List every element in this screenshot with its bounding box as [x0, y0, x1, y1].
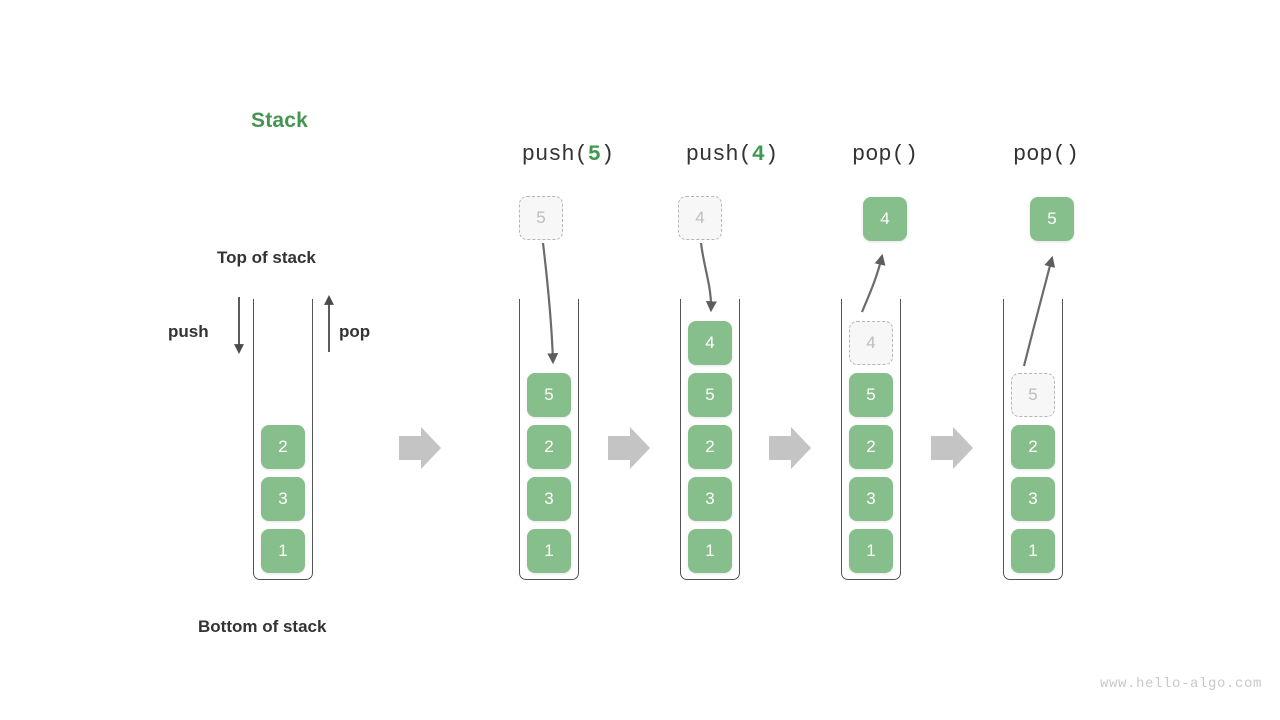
cell-value: 2 [705, 437, 715, 456]
stack-container-initial [253, 299, 313, 580]
incoming-ghost-cell: 5 [519, 196, 563, 240]
stack-cell: 1 [261, 529, 305, 573]
cell-value: 5 [1047, 209, 1057, 228]
op-suffix: ) [1065, 142, 1080, 167]
cell-value: 1 [544, 541, 554, 560]
cell-value: 4 [866, 333, 876, 352]
stack-container-push-4 [680, 299, 740, 580]
operation-header-pop-2: pop() [1013, 142, 1079, 167]
watermark: www.hello-algo.com [1099, 676, 1262, 692]
cell-value: 4 [880, 209, 890, 228]
op-argument: 5 [587, 142, 602, 167]
op-prefix: push( [521, 142, 588, 167]
stack-cell: 5 [527, 373, 571, 417]
stack-cell-ghost: 4 [849, 321, 893, 365]
stack-cell: 5 [849, 373, 893, 417]
cell-value: 1 [705, 541, 715, 560]
op-prefix: push( [685, 142, 752, 167]
cell-value: 3 [278, 489, 288, 508]
page-title: Stack [251, 109, 309, 132]
cell-value: 5 [705, 385, 715, 404]
cell-value: 5 [544, 385, 554, 404]
popped-cell: 5 [1030, 197, 1074, 241]
stack-cell: 4 [688, 321, 732, 365]
cell-value: 5 [866, 385, 876, 404]
stack-cell: 2 [849, 425, 893, 469]
op-argument: 4 [751, 142, 766, 167]
popped-cell: 4 [863, 197, 907, 241]
operation-header-push-5: push(5) [522, 142, 614, 167]
stack-cell: 5 [688, 373, 732, 417]
cell-value: 1 [278, 541, 288, 560]
transition-arrow-1 [399, 427, 441, 469]
pop-label: pop [339, 322, 371, 341]
transition-arrow-2 [608, 427, 650, 469]
stack-cell: 1 [1011, 529, 1055, 573]
stack-container-pop-2 [1003, 299, 1063, 580]
cell-value: 3 [705, 489, 715, 508]
stack-cell: 1 [849, 529, 893, 573]
op-suffix: ) [765, 142, 779, 167]
cell-value: 2 [278, 437, 288, 456]
op-suffix: ) [601, 142, 615, 167]
stack-cell: 3 [1011, 477, 1055, 521]
stack-cell: 2 [527, 425, 571, 469]
stack-cell: 2 [1011, 425, 1055, 469]
cell-value: 3 [866, 489, 876, 508]
cell-value: 1 [1028, 541, 1038, 560]
cell-value: 2 [1028, 437, 1038, 456]
stack-cell: 3 [527, 477, 571, 521]
cell-value: 4 [705, 333, 715, 352]
op-prefix: pop( [1012, 142, 1066, 167]
cell-value: 2 [866, 437, 876, 456]
op-suffix: ) [904, 142, 919, 167]
bottom-of-stack-label: Bottom of stack [198, 617, 327, 636]
stack-cell: 3 [688, 477, 732, 521]
cell-value: 5 [1028, 385, 1038, 404]
incoming-ghost-cell: 4 [678, 196, 722, 240]
transition-arrow-3 [769, 427, 811, 469]
stack-container-pop-1 [841, 299, 901, 580]
operation-header-push-4: push(4) [686, 142, 778, 167]
cell-value: 3 [544, 489, 554, 508]
op-prefix: pop( [851, 142, 905, 167]
stack-cell: 3 [849, 477, 893, 521]
cell-value: 5 [536, 208, 546, 227]
cell-value: 3 [1028, 489, 1038, 508]
operation-header-pop-1: pop() [852, 142, 918, 167]
transition-arrow-4 [931, 427, 973, 469]
push-label: push [168, 322, 209, 341]
cell-value: 4 [695, 208, 705, 227]
stack-cell: 1 [527, 529, 571, 573]
stack-container-push-5 [519, 299, 579, 580]
stack-cell: 1 [688, 529, 732, 573]
cell-value: 2 [544, 437, 554, 456]
stack-cell: 2 [688, 425, 732, 469]
cell-value: 1 [866, 541, 876, 560]
stack-cell: 3 [261, 477, 305, 521]
stack-cell-ghost: 5 [1011, 373, 1055, 417]
stack-cell: 2 [261, 425, 305, 469]
top-of-stack-label: Top of stack [217, 248, 316, 267]
